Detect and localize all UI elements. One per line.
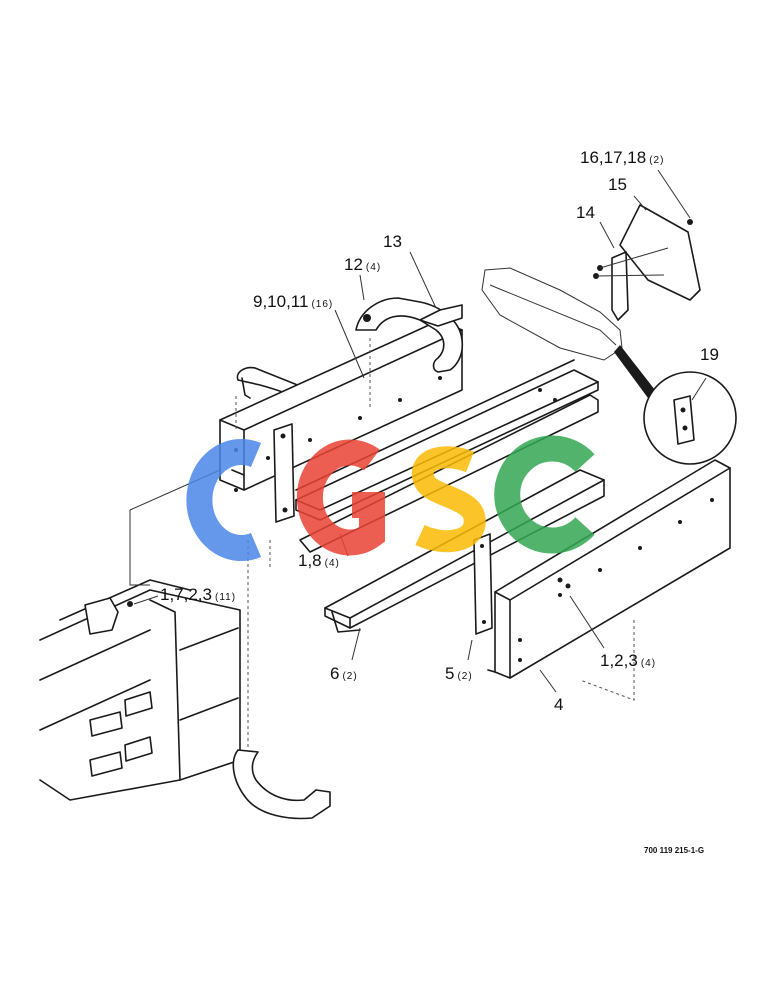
handrail-lower xyxy=(232,749,331,820)
bracket-14-plate-15 xyxy=(593,204,701,321)
frame-left xyxy=(39,579,241,801)
watermark-g xyxy=(296,439,385,556)
watermark-c2 xyxy=(494,435,595,554)
box-beam-4 xyxy=(487,459,731,679)
callout-6: 6(2) xyxy=(330,664,358,683)
callout-1-7: 1,7,2,3(11) xyxy=(160,585,236,604)
strap-bar xyxy=(273,423,295,523)
callout-13: 13 xyxy=(383,232,402,251)
strap-5 xyxy=(473,533,493,635)
callout-4: 4 xyxy=(554,695,563,714)
detail-19 xyxy=(614,345,737,465)
shield-ghost xyxy=(481,267,623,361)
watermark-cgsc xyxy=(186,435,595,561)
callout-19: 19 xyxy=(700,345,719,364)
watermark-c1 xyxy=(186,439,262,561)
callout-1-8: 1,8(4) xyxy=(298,551,340,570)
callout-9: 9,10,11(16) xyxy=(253,292,333,311)
leader-lines xyxy=(133,169,691,693)
watermark-s xyxy=(411,446,486,553)
callout-15: 15 xyxy=(608,175,627,194)
handrail-13 xyxy=(355,297,464,373)
callout-12: 12(4) xyxy=(344,255,381,274)
alignment-lines xyxy=(129,338,635,750)
drawing-code: 700 119 215-1-G xyxy=(644,846,704,855)
callout-16: 16,17,18(2) xyxy=(580,148,664,167)
callout-1-2: 1,2,3(4) xyxy=(600,651,656,670)
callout-5: 5(2) xyxy=(445,664,473,683)
callout-14: 14 xyxy=(576,203,595,222)
